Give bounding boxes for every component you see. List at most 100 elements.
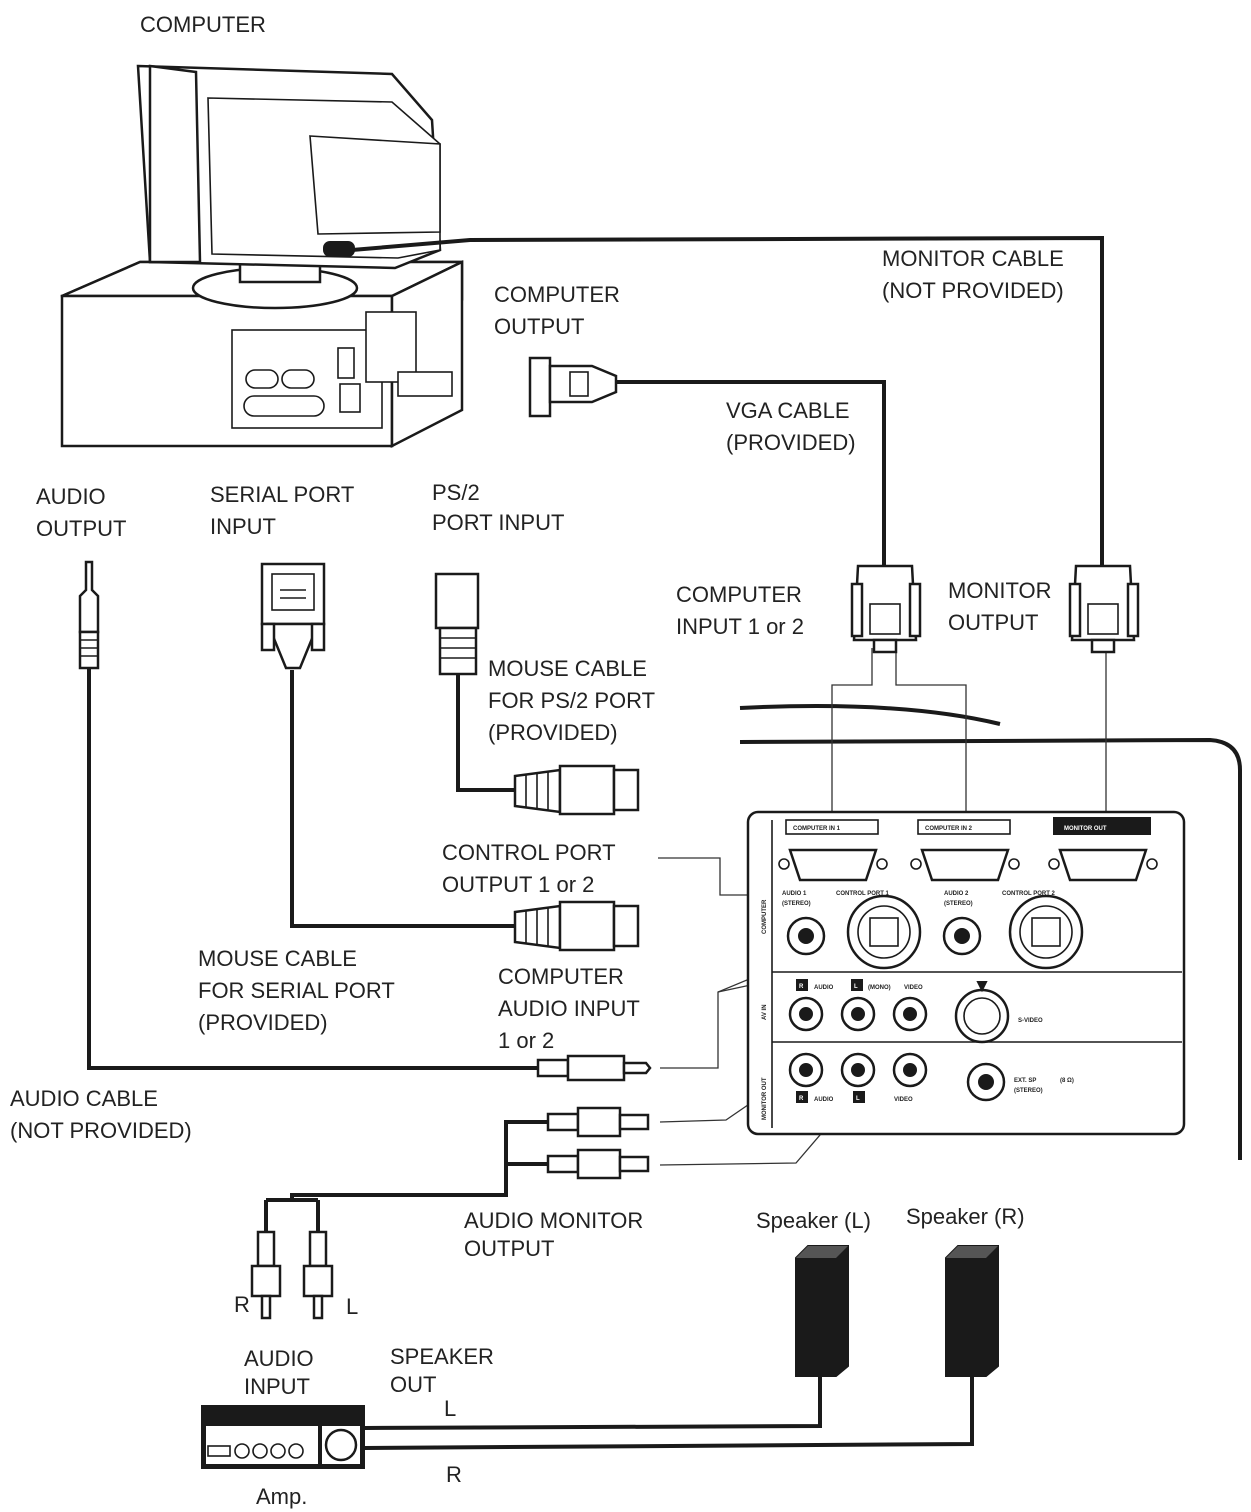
label-vga-cable-note: (PROVIDED) [726,430,856,455]
label-plug-l: L [346,1294,358,1319]
vga-plug-computer [528,356,618,418]
label-control-port-2: OUTPUT 1 or 2 [442,872,594,897]
label-mouse-serial-3: (PROVIDED) [198,1010,328,1035]
rca-plugs-amp [250,1230,334,1320]
amplifier [201,1405,365,1469]
rca-plugs-projector [546,1106,650,1180]
label-computer-output-2: OUTPUT [494,314,584,339]
panel-video-bottom: VIDEO [894,1097,913,1103]
monitor-cable [351,235,1104,566]
label-audio-input-2: INPUT [244,1374,310,1399]
ps2-plug [434,572,480,676]
label-wire-r: R [446,1462,462,1487]
label-monitor-cable-note: (NOT PROVIDED) [882,278,1064,303]
label-serial-port-input: SERIAL PORT [210,482,354,507]
label-monitor-cable: MONITOR CABLE [882,246,1064,271]
ps2-mouse-cable [456,672,515,792]
label-mouse-ps2: MOUSE CABLE [488,656,647,681]
panel-monitor-out: MONITOR OUT [1064,826,1107,832]
label-ps2-port-input: PS/2 [432,480,480,505]
monitor-out-plug [1068,564,1140,654]
label-monitor-output: MONITOR [948,578,1051,603]
speaker-right [945,1245,999,1377]
panel-l-badge-bottom: L [856,1096,860,1102]
label-wire-l: L [444,1396,456,1421]
label-computer-audio-3: 1 or 2 [498,1028,554,1053]
panel-section-monitor-out: MONITOR OUT [762,1077,768,1120]
label-audio-monitor-output-2: OUTPUT [464,1236,554,1261]
label-vga-cable: VGA CABLE [726,398,850,423]
label-audio-input: AUDIO [244,1346,314,1371]
cables [87,235,1242,1450]
panel-audio: AUDIO [814,985,834,991]
audio-plug-projector [536,1054,652,1082]
label-audio-cable-note: (NOT PROVIDED) [10,1118,192,1143]
vga-cable [614,380,886,566]
label-control-port: CONTROL PORT [442,840,616,865]
panel-mono: (MONO) [868,985,891,991]
panel-ext-sp-ohm: (8 Ω) [1060,1078,1074,1084]
panel-audio-1-sub: (STEREO) [782,901,811,907]
label-speaker-r: Speaker (R) [906,1204,1025,1229]
panel-section-av-in: AV IN [762,1004,768,1020]
vga-plug-projector [850,564,922,654]
panel-r-badge: R [799,984,804,990]
label-computer: COMPUTER [140,12,266,37]
panel-audio-2: AUDIO 2 [944,891,969,897]
label-computer-input: COMPUTER [676,582,802,607]
panel-section-computer: COMPUTER [762,899,768,934]
label-serial-port-input-2: INPUT [210,514,276,539]
label-ps2-port-input-2: PORT INPUT [432,510,564,535]
panel-computer-in-1: COMPUTER IN 1 [793,826,841,832]
label-computer-audio: COMPUTER [498,964,624,989]
audio-cable [87,665,540,1070]
label-mouse-serial-2: FOR SERIAL PORT [198,978,395,1003]
panel-ext-sp: EXT. SP [1014,1078,1036,1084]
audio-jack-plug [78,560,100,670]
panel-ext-sp-sub: (STEREO) [1014,1088,1043,1094]
label-audio-output-2: OUTPUT [36,516,126,541]
panel-control-port-2: CONTROL PORT 2 [1002,891,1056,897]
labels: COMPUTER MONITOR CABLE (NOT PROVIDED) CO… [10,12,1064,1509]
mouse-plug-serial [513,900,640,952]
panel-r-badge-bottom: R [799,1096,804,1102]
serial-plug [260,562,326,670]
monitor-out-socket [1048,848,1158,882]
label-computer-audio-2: AUDIO INPUT [498,996,640,1021]
label-mouse-ps2-3: (PROVIDED) [488,720,618,745]
panel-audio-2-sub: (STEREO) [944,901,973,907]
monitor-out-jacks [788,1052,928,1088]
label-mouse-ps2-2: FOR PS/2 PORT [488,688,655,713]
label-speaker-out-2: OUT [390,1372,436,1397]
panel-control-port-1: CONTROL PORT 1 [836,891,890,897]
label-mouse-serial: MOUSE CABLE [198,946,357,971]
computer-in-2-socket [910,848,1020,882]
panel-computer-in-2: COMPUTER IN 2 [925,826,973,832]
label-computer-output: COMPUTER [494,282,620,307]
serial-mouse-cable [290,670,515,928]
control-port-1-socket [846,894,922,970]
rca-cable [264,1120,548,1232]
projector-panel: COMPUTER IN 1 COMPUTER IN 2 MONITOR OUT … [746,810,1186,1136]
label-amp: Amp. [256,1484,307,1509]
computer-illustration [60,64,464,449]
speaker-wire-r [364,1374,974,1450]
mouse-plug-ps2 [513,764,640,816]
label-audio-monitor-output: AUDIO MONITOR [464,1208,643,1233]
panel-audio-1: AUDIO 1 [782,891,807,897]
label-speaker-out: SPEAKER [390,1344,494,1369]
panel-audio-bottom: AUDIO [814,1097,834,1103]
av-in-jacks [788,996,928,1032]
s-video-socket [954,981,1010,1044]
ext-sp-jack [966,1062,1006,1102]
label-computer-input-2: INPUT 1 or 2 [676,614,804,639]
label-monitor-output-2: OUTPUT [948,610,1038,635]
panel-video: VIDEO [904,985,923,991]
computer-in-1-socket [778,848,888,882]
panel-l-badge: L [854,984,858,990]
label-audio-output: AUDIO [36,484,106,509]
label-speaker-l: Speaker (L) [756,1208,871,1233]
panel-s-video: S-VIDEO [1018,1018,1043,1024]
audio-2-jack [942,916,982,956]
